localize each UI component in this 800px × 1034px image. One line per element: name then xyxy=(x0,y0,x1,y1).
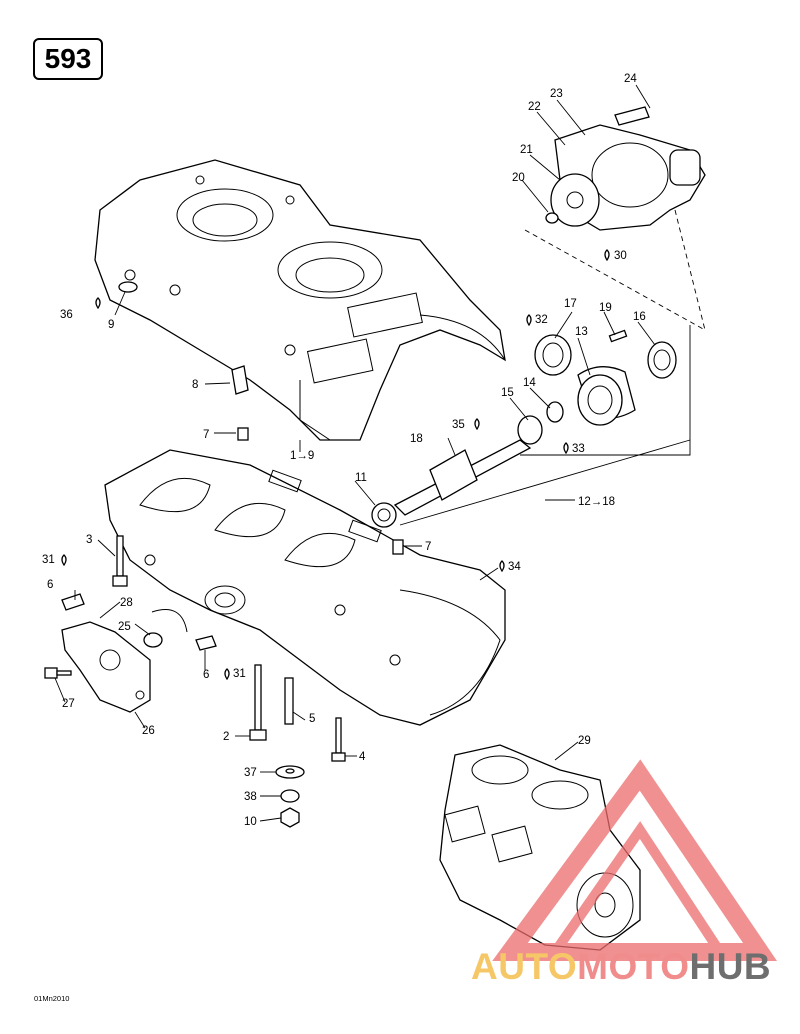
callout-27: 27 xyxy=(62,698,75,710)
callout-31-middle: 31 xyxy=(233,668,246,680)
callout-17: 17 xyxy=(564,298,577,310)
callout-19: 19 xyxy=(599,302,612,314)
callout-21: 21 xyxy=(520,144,533,156)
callout-12-to-18: 12→18 xyxy=(578,496,615,508)
sealant-drop-icon xyxy=(95,297,101,310)
callout-25: 25 xyxy=(118,621,131,633)
callout-16: 16 xyxy=(633,311,646,323)
callout-1-to-9: 1→9 xyxy=(290,450,314,462)
callout-32: 32 xyxy=(535,314,548,326)
watermark-auto: AUTO xyxy=(471,946,578,987)
callout-15: 15 xyxy=(501,387,514,399)
callout-36: 36 xyxy=(60,309,73,321)
callout-4: 4 xyxy=(359,751,366,763)
callout-28: 28 xyxy=(120,597,133,609)
callout-14: 14 xyxy=(523,377,536,389)
callout-38: 38 xyxy=(244,791,257,803)
pto-seal-group xyxy=(517,329,677,445)
watermark-logo xyxy=(492,759,777,961)
callout-31-left: 31 xyxy=(42,554,55,566)
callout-30: 30 xyxy=(614,250,627,262)
watermark-moto: MOTO xyxy=(577,946,690,987)
watermark-text: AUTOMOTOHUB xyxy=(471,946,771,988)
callout-34: 34 xyxy=(508,561,521,573)
callout-8: 8 xyxy=(192,379,198,391)
callout-5: 5 xyxy=(309,713,315,725)
callout-6-middle: 6 xyxy=(203,669,209,681)
callout-13: 13 xyxy=(575,326,588,338)
callout-35: 35 xyxy=(452,419,465,431)
watermark-hub: HUB xyxy=(689,946,772,987)
callout-29: 29 xyxy=(578,735,591,747)
callout-9: 9 xyxy=(108,319,114,331)
callout-2: 2 xyxy=(223,731,229,743)
callout-7-lower: 7 xyxy=(425,541,431,553)
lower-crankcase xyxy=(104,449,506,726)
callout-6-left: 6 xyxy=(47,579,53,591)
page-number: 593 xyxy=(33,38,103,80)
callout-3: 3 xyxy=(86,534,92,546)
callout-23: 23 xyxy=(550,88,563,100)
callout-18: 18 xyxy=(410,433,423,445)
callout-26: 26 xyxy=(142,725,155,737)
water-pump-housing xyxy=(545,106,706,231)
upper-crankcase xyxy=(94,159,506,441)
callout-7-upper: 7 xyxy=(203,429,209,441)
callout-22: 22 xyxy=(528,101,541,113)
callout-24: 24 xyxy=(624,73,637,85)
callout-33: 33 xyxy=(572,443,585,455)
callout-10: 10 xyxy=(244,816,257,828)
callout-20: 20 xyxy=(512,172,525,184)
reference-code: 01Mn2010 xyxy=(34,994,70,1003)
callout-11: 11 xyxy=(355,472,367,484)
callout-37: 37 xyxy=(244,767,257,779)
